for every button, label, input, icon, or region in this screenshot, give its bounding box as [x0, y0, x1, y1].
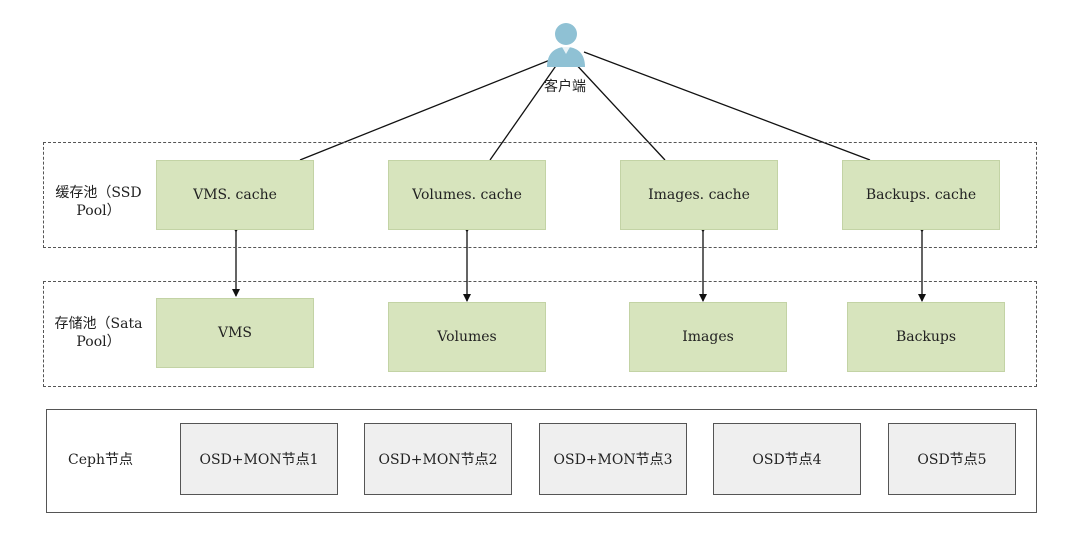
cache-box-images: Images. cache [620, 160, 778, 230]
client-label: 客户端 [544, 79, 586, 95]
ceph-node-2: OSD+MON节点2 [364, 423, 512, 495]
storage-pool-label: 存储池（Sata Pool） [46, 315, 151, 351]
storage-box-backups: Backups [847, 302, 1005, 372]
cache-box-backups: Backups. cache [842, 160, 1000, 230]
storage-box-vms: VMS [156, 298, 314, 368]
storage-box-volumes: Volumes [388, 302, 546, 372]
user-icon [547, 23, 585, 67]
cache-pool-label: 缓存池（SSD Pool） [46, 184, 151, 220]
client-link-volumes [489, 59, 561, 161]
storage-box-images: Images [629, 302, 787, 372]
client-link-images [571, 59, 666, 161]
ceph-nodes-region [46, 409, 1037, 513]
ceph-node-3: OSD+MON节点3 [539, 423, 687, 495]
ceph-label: Ceph节点 [68, 452, 133, 468]
cache-box-vms: VMS. cache [156, 160, 314, 230]
storage-pool-label-line2: Pool） [76, 334, 121, 350]
ceph-node-5: OSD节点5 [888, 423, 1016, 495]
cache-box-volumes: Volumes. cache [388, 160, 546, 230]
storage-pool-region [43, 281, 1037, 387]
ceph-node-4: OSD节点4 [713, 423, 861, 495]
storage-pool-label-line1: 存储池（Sata [54, 316, 143, 332]
cache-pool-label-line1: 缓存池（SSD [55, 185, 142, 201]
ceph-node-1: OSD+MON节点1 [180, 423, 338, 495]
cache-pool-region [43, 142, 1037, 248]
cache-pool-label-line2: Pool） [76, 203, 121, 219]
